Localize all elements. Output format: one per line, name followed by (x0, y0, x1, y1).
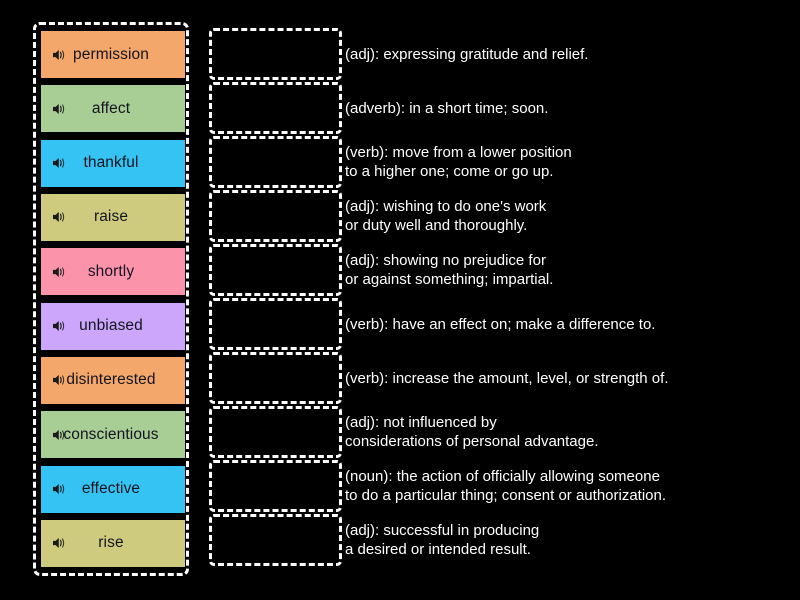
speaker-icon[interactable] (53, 265, 67, 278)
definition-line: (noun): the action of officially allowin… (345, 468, 660, 485)
definition-1: (adj): expressing gratitude and relief. (345, 28, 793, 80)
drop-zone-10[interactable] (209, 514, 342, 566)
definition-line: (adverb): in a short time; soon. (345, 99, 549, 117)
drop-zone-8[interactable] (209, 406, 342, 458)
definition-line: to a higher one; come or go up. (345, 163, 554, 180)
word-tile-thankful[interactable]: thankful (41, 139, 185, 187)
word-tile-label: shortly (87, 262, 135, 280)
word-tile-effective[interactable]: effective (41, 465, 185, 513)
word-tile-label: rise (98, 534, 124, 552)
drop-zone-2[interactable] (209, 82, 342, 134)
definition-line: (adj): wishing to do one's work (345, 198, 547, 215)
word-tile-label: effective (81, 480, 141, 498)
definition-line: (verb): increase the amount, level, or s… (345, 369, 669, 387)
word-tile-label: raise (93, 208, 129, 226)
word-bank-container: permission affect thankful raise shortly unbi… (33, 22, 189, 576)
speaker-icon[interactable] (53, 374, 67, 387)
definition-10: (adj): successful in producing a desired … (345, 514, 793, 566)
drop-zone-5[interactable] (209, 244, 342, 296)
definition-line: to do a particular thing; consent or aut… (345, 487, 667, 504)
word-tile-affect[interactable]: affect (41, 85, 185, 133)
drop-zone-3[interactable] (209, 136, 342, 188)
word-tile-label: unbiased (79, 317, 143, 335)
definition-line: or against something; impartial. (345, 271, 554, 288)
drop-zone-4[interactable] (209, 190, 342, 242)
drop-zone-6[interactable] (209, 298, 342, 350)
speaker-icon[interactable] (53, 48, 67, 61)
definition-line: (verb): have an effect on; make a differ… (345, 315, 656, 333)
speaker-icon[interactable] (53, 483, 67, 496)
word-tile-label: permission (73, 45, 149, 63)
definition-3: (verb): move from a lower position to a h… (345, 136, 793, 188)
drop-zone-1[interactable] (209, 28, 342, 80)
definition-line: a desired or intended result. (345, 541, 531, 558)
speaker-icon[interactable] (53, 320, 67, 333)
word-tile-label: conscientious (63, 425, 159, 443)
definition-7: (verb): increase the amount, level, or s… (345, 352, 793, 404)
word-tile-shortly[interactable]: shortly (41, 248, 185, 296)
speaker-icon[interactable] (53, 537, 67, 550)
word-tile-unbiased[interactable]: unbiased (41, 302, 185, 350)
word-tile-raise[interactable]: raise (41, 193, 185, 241)
drop-zones-container (209, 28, 342, 572)
speaker-icon[interactable] (53, 428, 67, 441)
definition-line: (adj): showing no prejudice for (345, 252, 546, 269)
word-tile-conscientious[interactable]: conscientious (41, 411, 185, 459)
word-tile-label: affect (91, 99, 131, 117)
word-tile-disinterested[interactable]: disinterested (41, 356, 185, 404)
drop-zone-9[interactable] (209, 460, 342, 512)
definition-5: (adj): showing no prejudice for or agains… (345, 244, 793, 296)
definition-8: (adj): not influenced by considerations o… (345, 406, 793, 458)
definition-line: (adj): expressing gratitude and relief. (345, 45, 589, 63)
word-tile-label: disinterested (66, 371, 156, 389)
definition-4: (adj): wishing to do one's work or duty w… (345, 190, 793, 242)
definition-line: or duty well and thoroughly. (345, 217, 528, 234)
definition-line: (adj): not influenced by (345, 414, 497, 431)
definition-line: (adj): successful in producing (345, 522, 540, 539)
definition-6: (verb): have an effect on; make a differ… (345, 298, 793, 350)
definitions-container: (adj): expressing gratitude and relief. (… (345, 28, 793, 572)
definition-9: (noun): the action of officially allowin… (345, 460, 793, 512)
definition-2: (adverb): in a short time; soon. (345, 82, 793, 134)
word-tile-label: thankful (83, 154, 139, 172)
speaker-icon[interactable] (53, 157, 67, 170)
definition-line: (verb): move from a lower position (345, 144, 572, 161)
definition-line: considerations of personal advantage. (345, 433, 599, 450)
drop-zone-7[interactable] (209, 352, 342, 404)
word-tile-permission[interactable]: permission (41, 31, 185, 78)
word-tile-rise[interactable]: rise (41, 519, 185, 567)
speaker-icon[interactable] (53, 211, 67, 224)
speaker-icon[interactable] (53, 102, 67, 115)
